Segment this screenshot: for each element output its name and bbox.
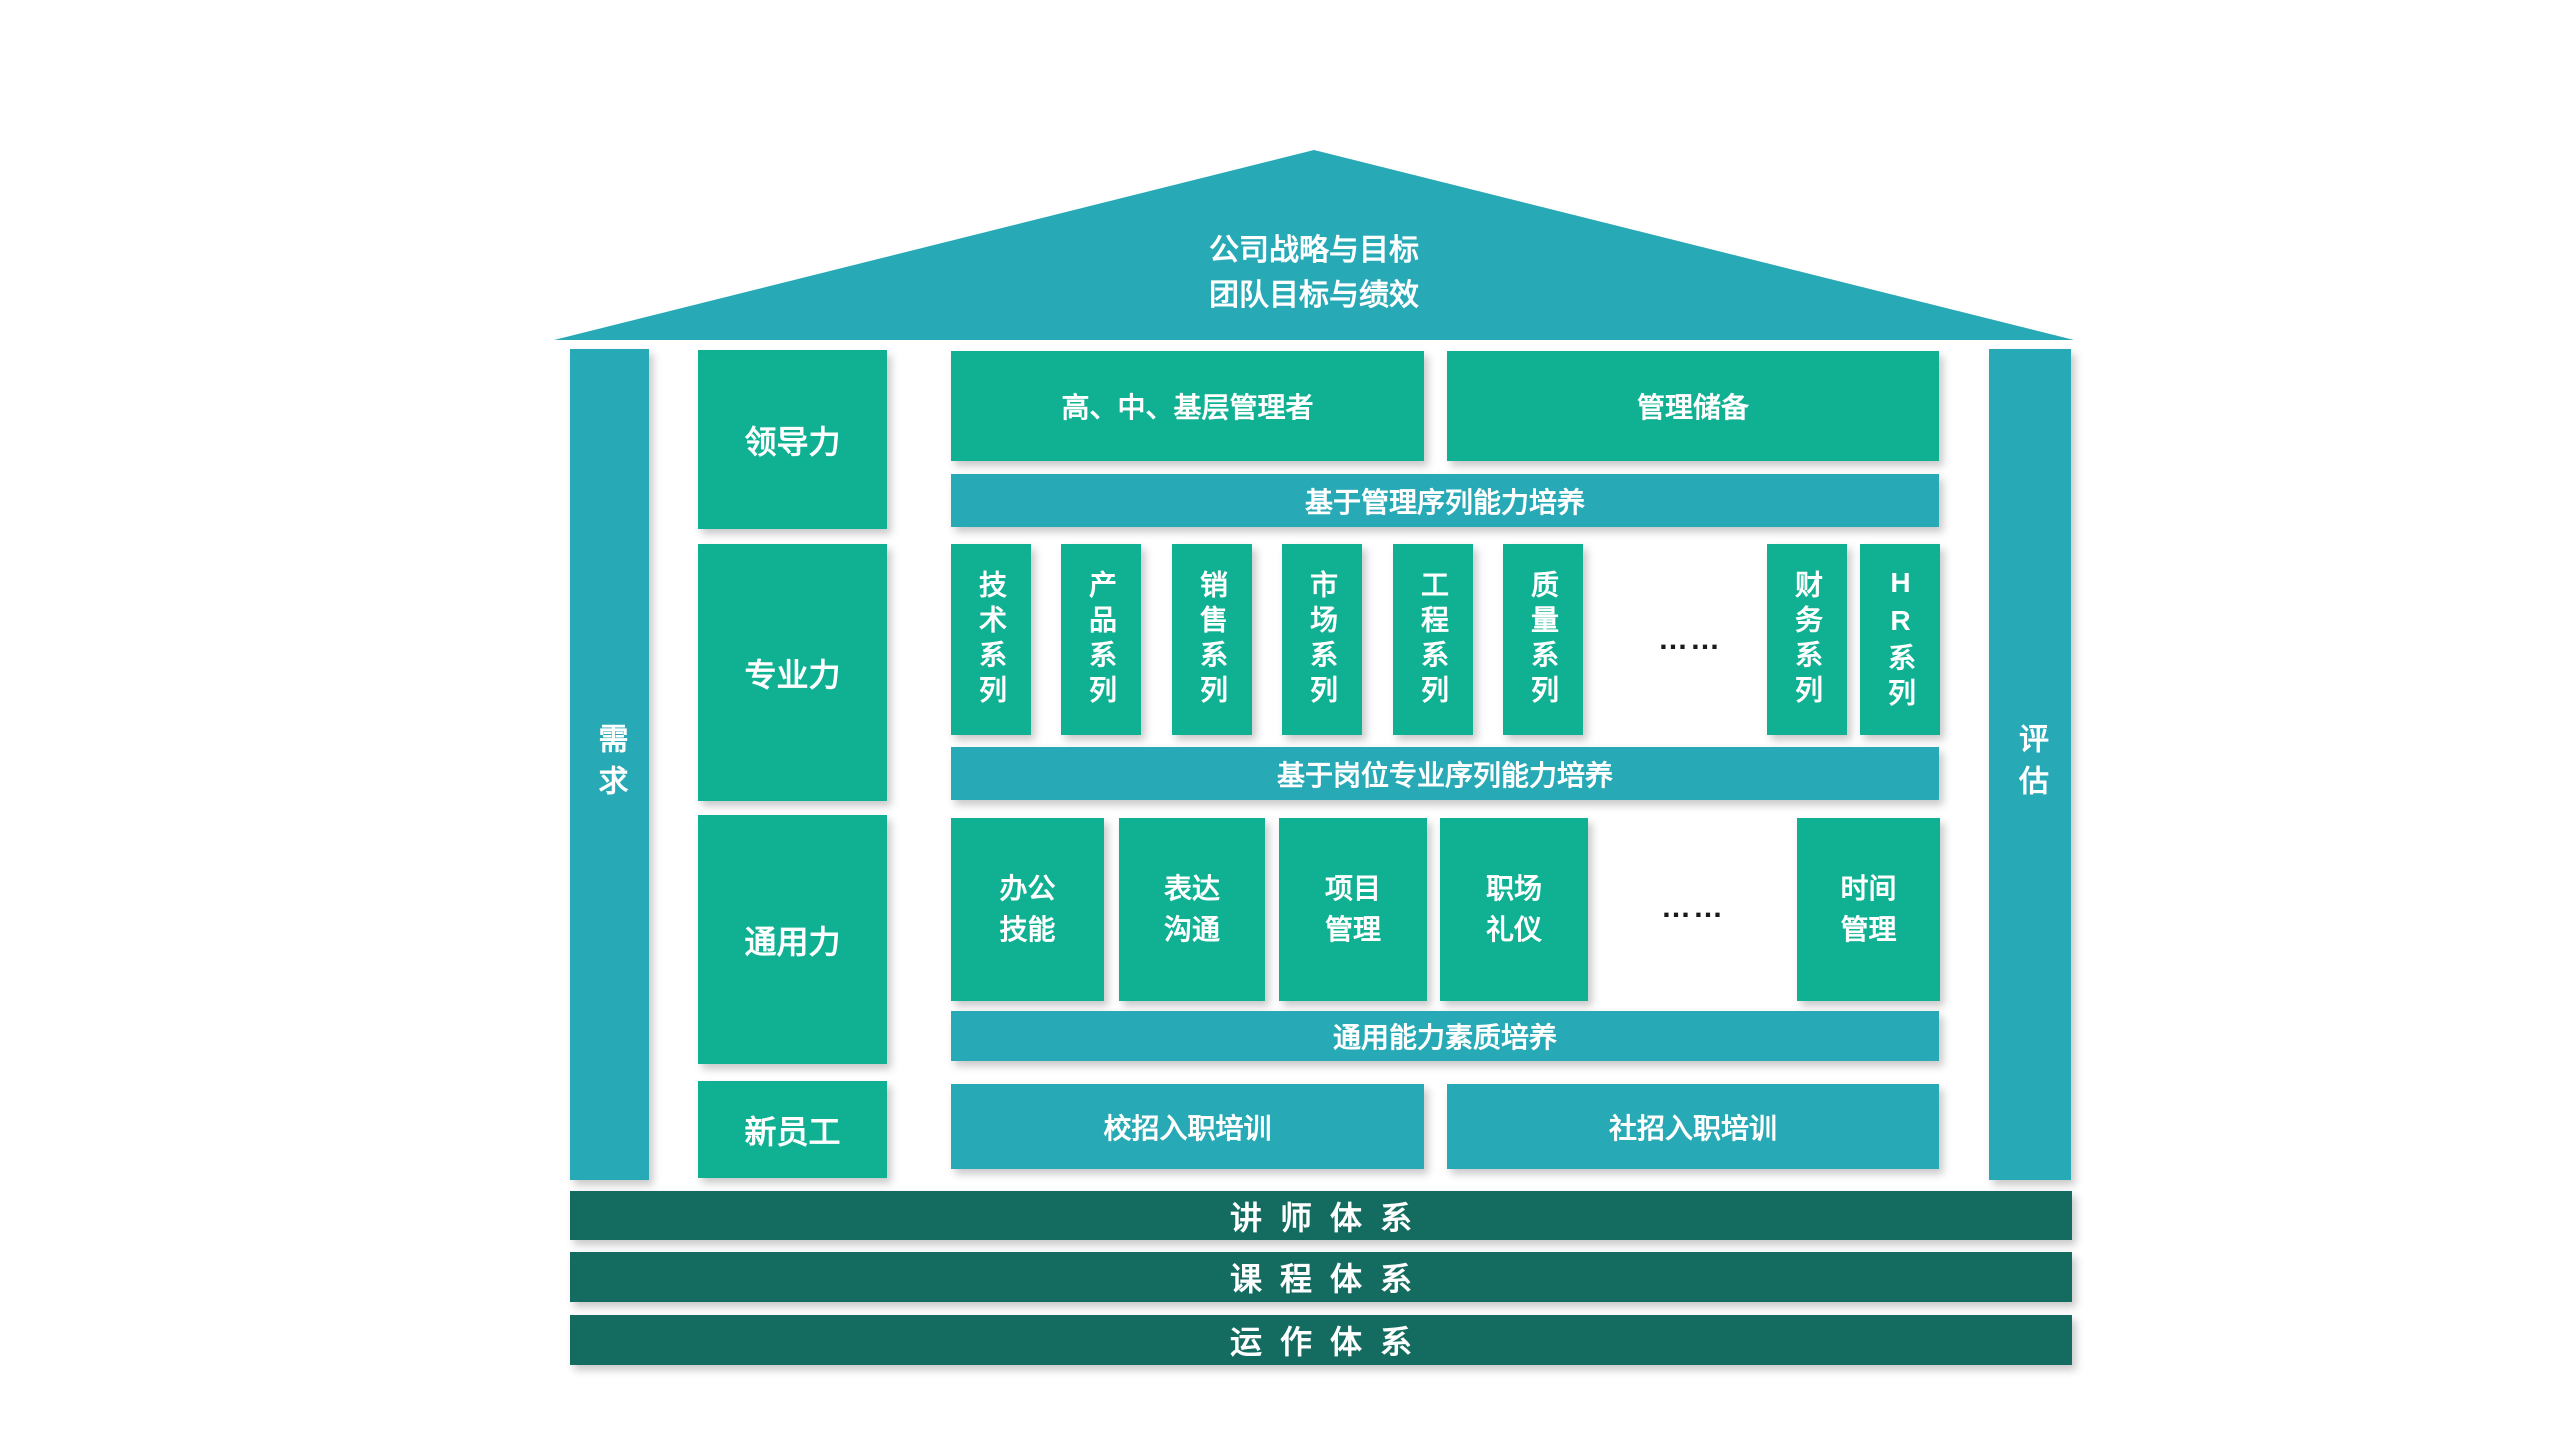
- row-label-general-text: 通用力: [744, 923, 841, 960]
- block-office-skills-text: 办公技能: [999, 872, 1056, 945]
- block-management-reserve: 管理储备: [1447, 351, 1939, 461]
- foundation-bar-operation-system: 运作体系: [570, 1315, 2072, 1365]
- series-sales-text: 销售系列: [1197, 569, 1228, 710]
- banner-management-sequence: 基于管理序列能力培养: [951, 474, 1939, 527]
- series-block-sales: 销售系列: [1172, 544, 1252, 735]
- row-label-newhire-text: 新员工: [744, 1113, 841, 1150]
- block-time-management-text: 时间管理: [1840, 872, 1897, 945]
- banner-general-quality: 通用能力素质培养: [951, 1011, 1939, 1061]
- block-managers-text: 高、中、基层管理者: [1061, 392, 1314, 423]
- row-label-general: 通用力: [698, 815, 887, 1064]
- block-office-skills: 办公技能: [951, 818, 1104, 1001]
- row-label-leadership-text: 领导力: [744, 423, 841, 460]
- series-market-text: 市场系列: [1307, 569, 1338, 710]
- block-time-management: 时间管理: [1797, 818, 1940, 1001]
- row-label-newhire: 新员工: [698, 1081, 887, 1178]
- series-block-market: 市场系列: [1282, 544, 1362, 735]
- block-campus-onboarding-text: 校招入职培训: [1103, 1112, 1272, 1144]
- roof-line-2: 团队目标与绩效: [1209, 279, 1419, 312]
- banner-general-quality-text: 通用能力素质培养: [1332, 1022, 1557, 1053]
- block-managers: 高、中、基层管理者: [951, 351, 1424, 461]
- foundation-instructor-text: 讲师体系: [1229, 1199, 1430, 1236]
- series-finance-text: 财务系列: [1792, 569, 1823, 710]
- block-social-onboarding-text: 社招入职培训: [1608, 1112, 1777, 1144]
- series-quality-text: 质量系列: [1528, 569, 1559, 710]
- block-communication: 表达沟通: [1119, 818, 1265, 1001]
- foundation-bar-instructor-system: 讲师体系: [570, 1191, 2072, 1240]
- series-block-quality: 质量系列: [1503, 544, 1583, 735]
- general-ellipsis: ……: [1661, 891, 1725, 924]
- pillar-demand-label: 需求: [593, 722, 627, 807]
- series-block-technology: 技术系列: [951, 544, 1031, 735]
- pillar-evaluation-label: 评估: [2014, 722, 2047, 807]
- pillar-demand: 需求: [570, 349, 649, 1180]
- block-social-onboarding: 社招入职培训: [1447, 1084, 1939, 1169]
- block-campus-onboarding: 校招入职培训: [951, 1084, 1424, 1169]
- series-product-text: 产品系列: [1086, 569, 1117, 710]
- block-project-management: 项目管理: [1279, 818, 1427, 1001]
- row-label-professional: 专业力: [698, 544, 887, 801]
- banner-management-sequence-text: 基于管理序列能力培养: [1304, 486, 1585, 518]
- series-hr-text: HR系列: [1885, 566, 1916, 713]
- row-label-professional-text: 专业力: [744, 656, 841, 693]
- roof-line-1: 公司战略与目标: [1209, 234, 1419, 267]
- series-block-finance: 财务系列: [1767, 544, 1847, 735]
- block-project-management-text: 项目管理: [1324, 872, 1381, 945]
- roof-title: 公司战略与目标 团队目标与绩效: [554, 228, 2074, 318]
- series-block-hr: HR系列: [1860, 544, 1940, 735]
- block-management-reserve-text: 管理储备: [1636, 392, 1749, 423]
- block-workplace-etiquette: 职场礼仪: [1440, 818, 1588, 1001]
- block-workplace-etiquette-text: 职场礼仪: [1485, 872, 1542, 945]
- series-block-engineering: 工程系列: [1393, 544, 1473, 735]
- series-engineering-text: 工程系列: [1418, 569, 1449, 710]
- banner-position-sequence: 基于岗位专业序列能力培养: [951, 747, 1939, 800]
- banner-position-sequence-text: 基于岗位专业序列能力培养: [1276, 759, 1613, 791]
- series-technology-text: 技术系列: [976, 569, 1007, 710]
- foundation-bar-course-system: 课程体系: [570, 1252, 2072, 1302]
- series-ellipsis: ……: [1658, 623, 1722, 656]
- pillar-evaluation: 评估: [1989, 349, 2071, 1180]
- series-block-product: 产品系列: [1061, 544, 1141, 735]
- block-communication-text: 表达沟通: [1163, 872, 1220, 945]
- foundation-operation-text: 运作体系: [1229, 1324, 1430, 1360]
- foundation-course-text: 课程体系: [1229, 1261, 1430, 1297]
- row-label-leadership: 领导力: [698, 350, 887, 529]
